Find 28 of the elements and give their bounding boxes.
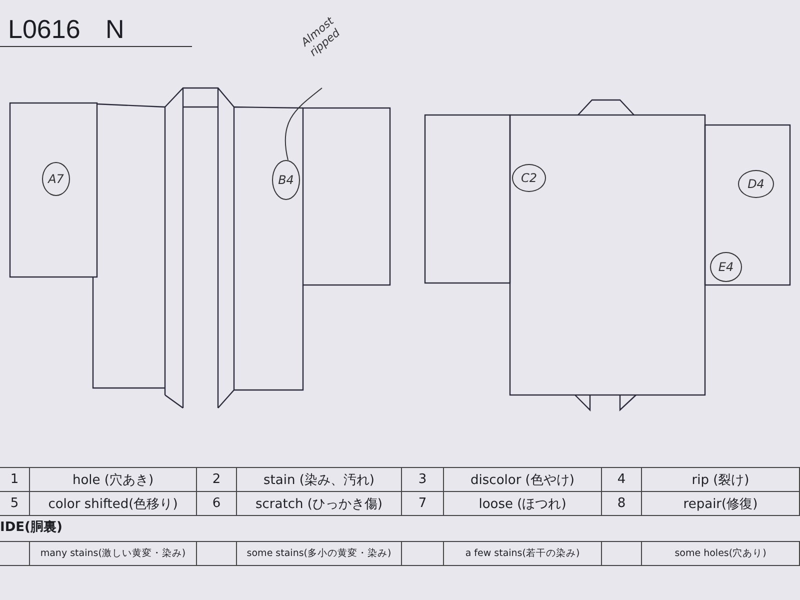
defect-type: scratch (ひっかき傷): [237, 492, 402, 515]
defect-number: 5: [0, 492, 30, 515]
defect-number: 3: [402, 468, 444, 492]
defect-type: rip (裂け): [642, 468, 800, 492]
condition-label: many stains(激しい黄変・染み): [30, 542, 197, 565]
condition-label: some holes(穴あり): [642, 542, 800, 565]
item-number: L0616 N: [8, 14, 124, 45]
defect-number: 7: [402, 492, 444, 515]
defect-type: discolor (色やけ): [444, 468, 602, 492]
defect-type: hole (穴あき): [30, 468, 197, 492]
defect-type: stain (染み、汚れ): [237, 468, 402, 492]
circled-mark: D4: [738, 170, 774, 198]
circled-mark: E4: [710, 252, 742, 282]
defect-number: 8: [602, 492, 642, 515]
defect-type: repair(修復): [642, 492, 800, 515]
defect-number: 2: [197, 468, 237, 492]
circled-mark: B4: [272, 160, 300, 200]
defect-number: 6: [197, 492, 237, 515]
circled-mark: C2: [512, 164, 546, 192]
leader-line: [284, 88, 322, 160]
defect-type: loose (ほつれ): [444, 492, 602, 515]
defect-number: 4: [602, 468, 642, 492]
defect-number: 1: [0, 468, 30, 492]
condition-label: a few stains(若干の染み): [444, 542, 602, 565]
condition-label: some stains(多小の黄変・染み): [237, 542, 402, 565]
defect-type: color shifted(色移り): [30, 492, 197, 515]
section-heading: IDE(胴裏): [0, 519, 62, 536]
circled-mark: A7: [42, 162, 70, 196]
